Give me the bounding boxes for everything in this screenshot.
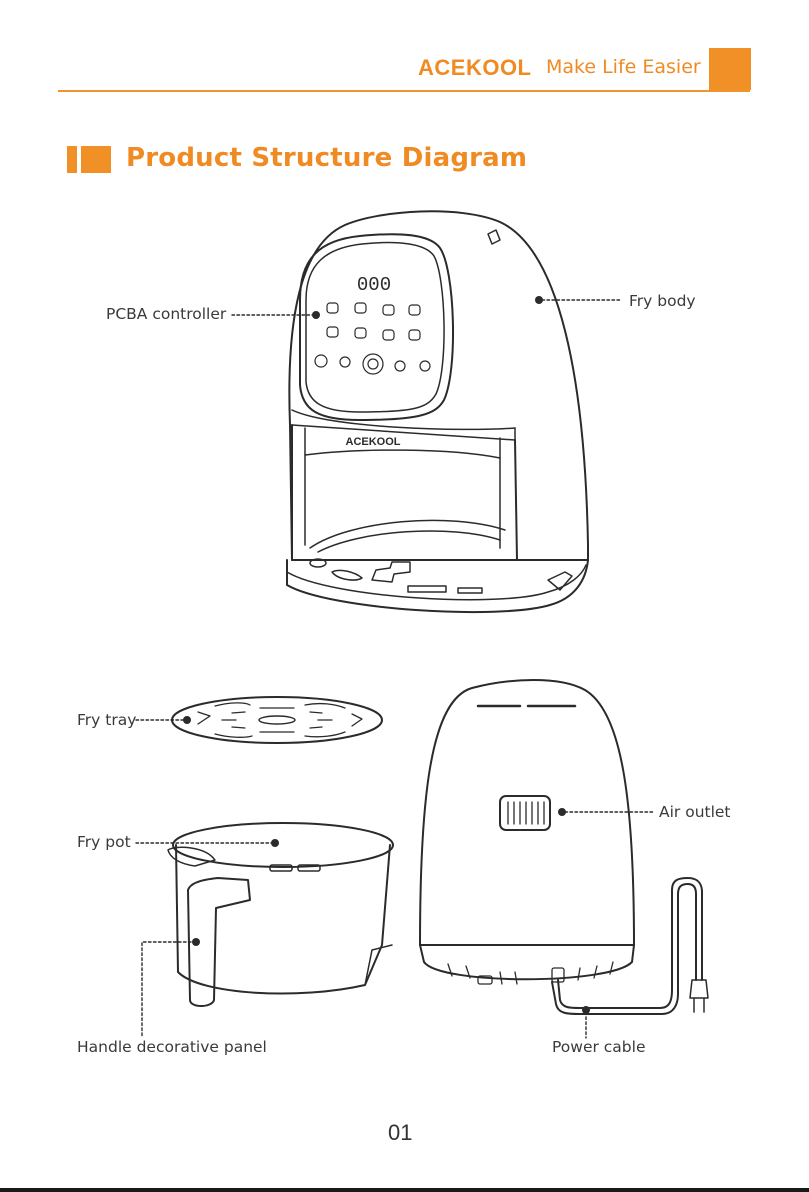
airfryer-front-illustration (287, 211, 588, 612)
label-fry-tray: Fry tray (77, 711, 136, 729)
display-digits: 000 (357, 274, 391, 296)
power-plug-icon (690, 980, 708, 1012)
label-pcba-controller: PCBA controller (106, 305, 226, 323)
label-handle-decorative-panel: Handle decorative panel (77, 1038, 267, 1056)
bottom-rule (0, 1188, 809, 1192)
fry-tray-illustration (172, 697, 382, 743)
leader-dots (183, 296, 590, 1014)
label-fry-body: Fry body (629, 292, 696, 310)
page-number: 01 (388, 1120, 412, 1146)
fry-pot-illustration (168, 823, 393, 1006)
label-fry-pot: Fry pot (77, 833, 131, 851)
body-logo: ACEKOOL (346, 436, 401, 448)
label-air-outlet: Air outlet (659, 803, 731, 821)
airfryer-back-illustration (420, 680, 708, 1014)
label-power-cable: Power cable (552, 1038, 646, 1056)
